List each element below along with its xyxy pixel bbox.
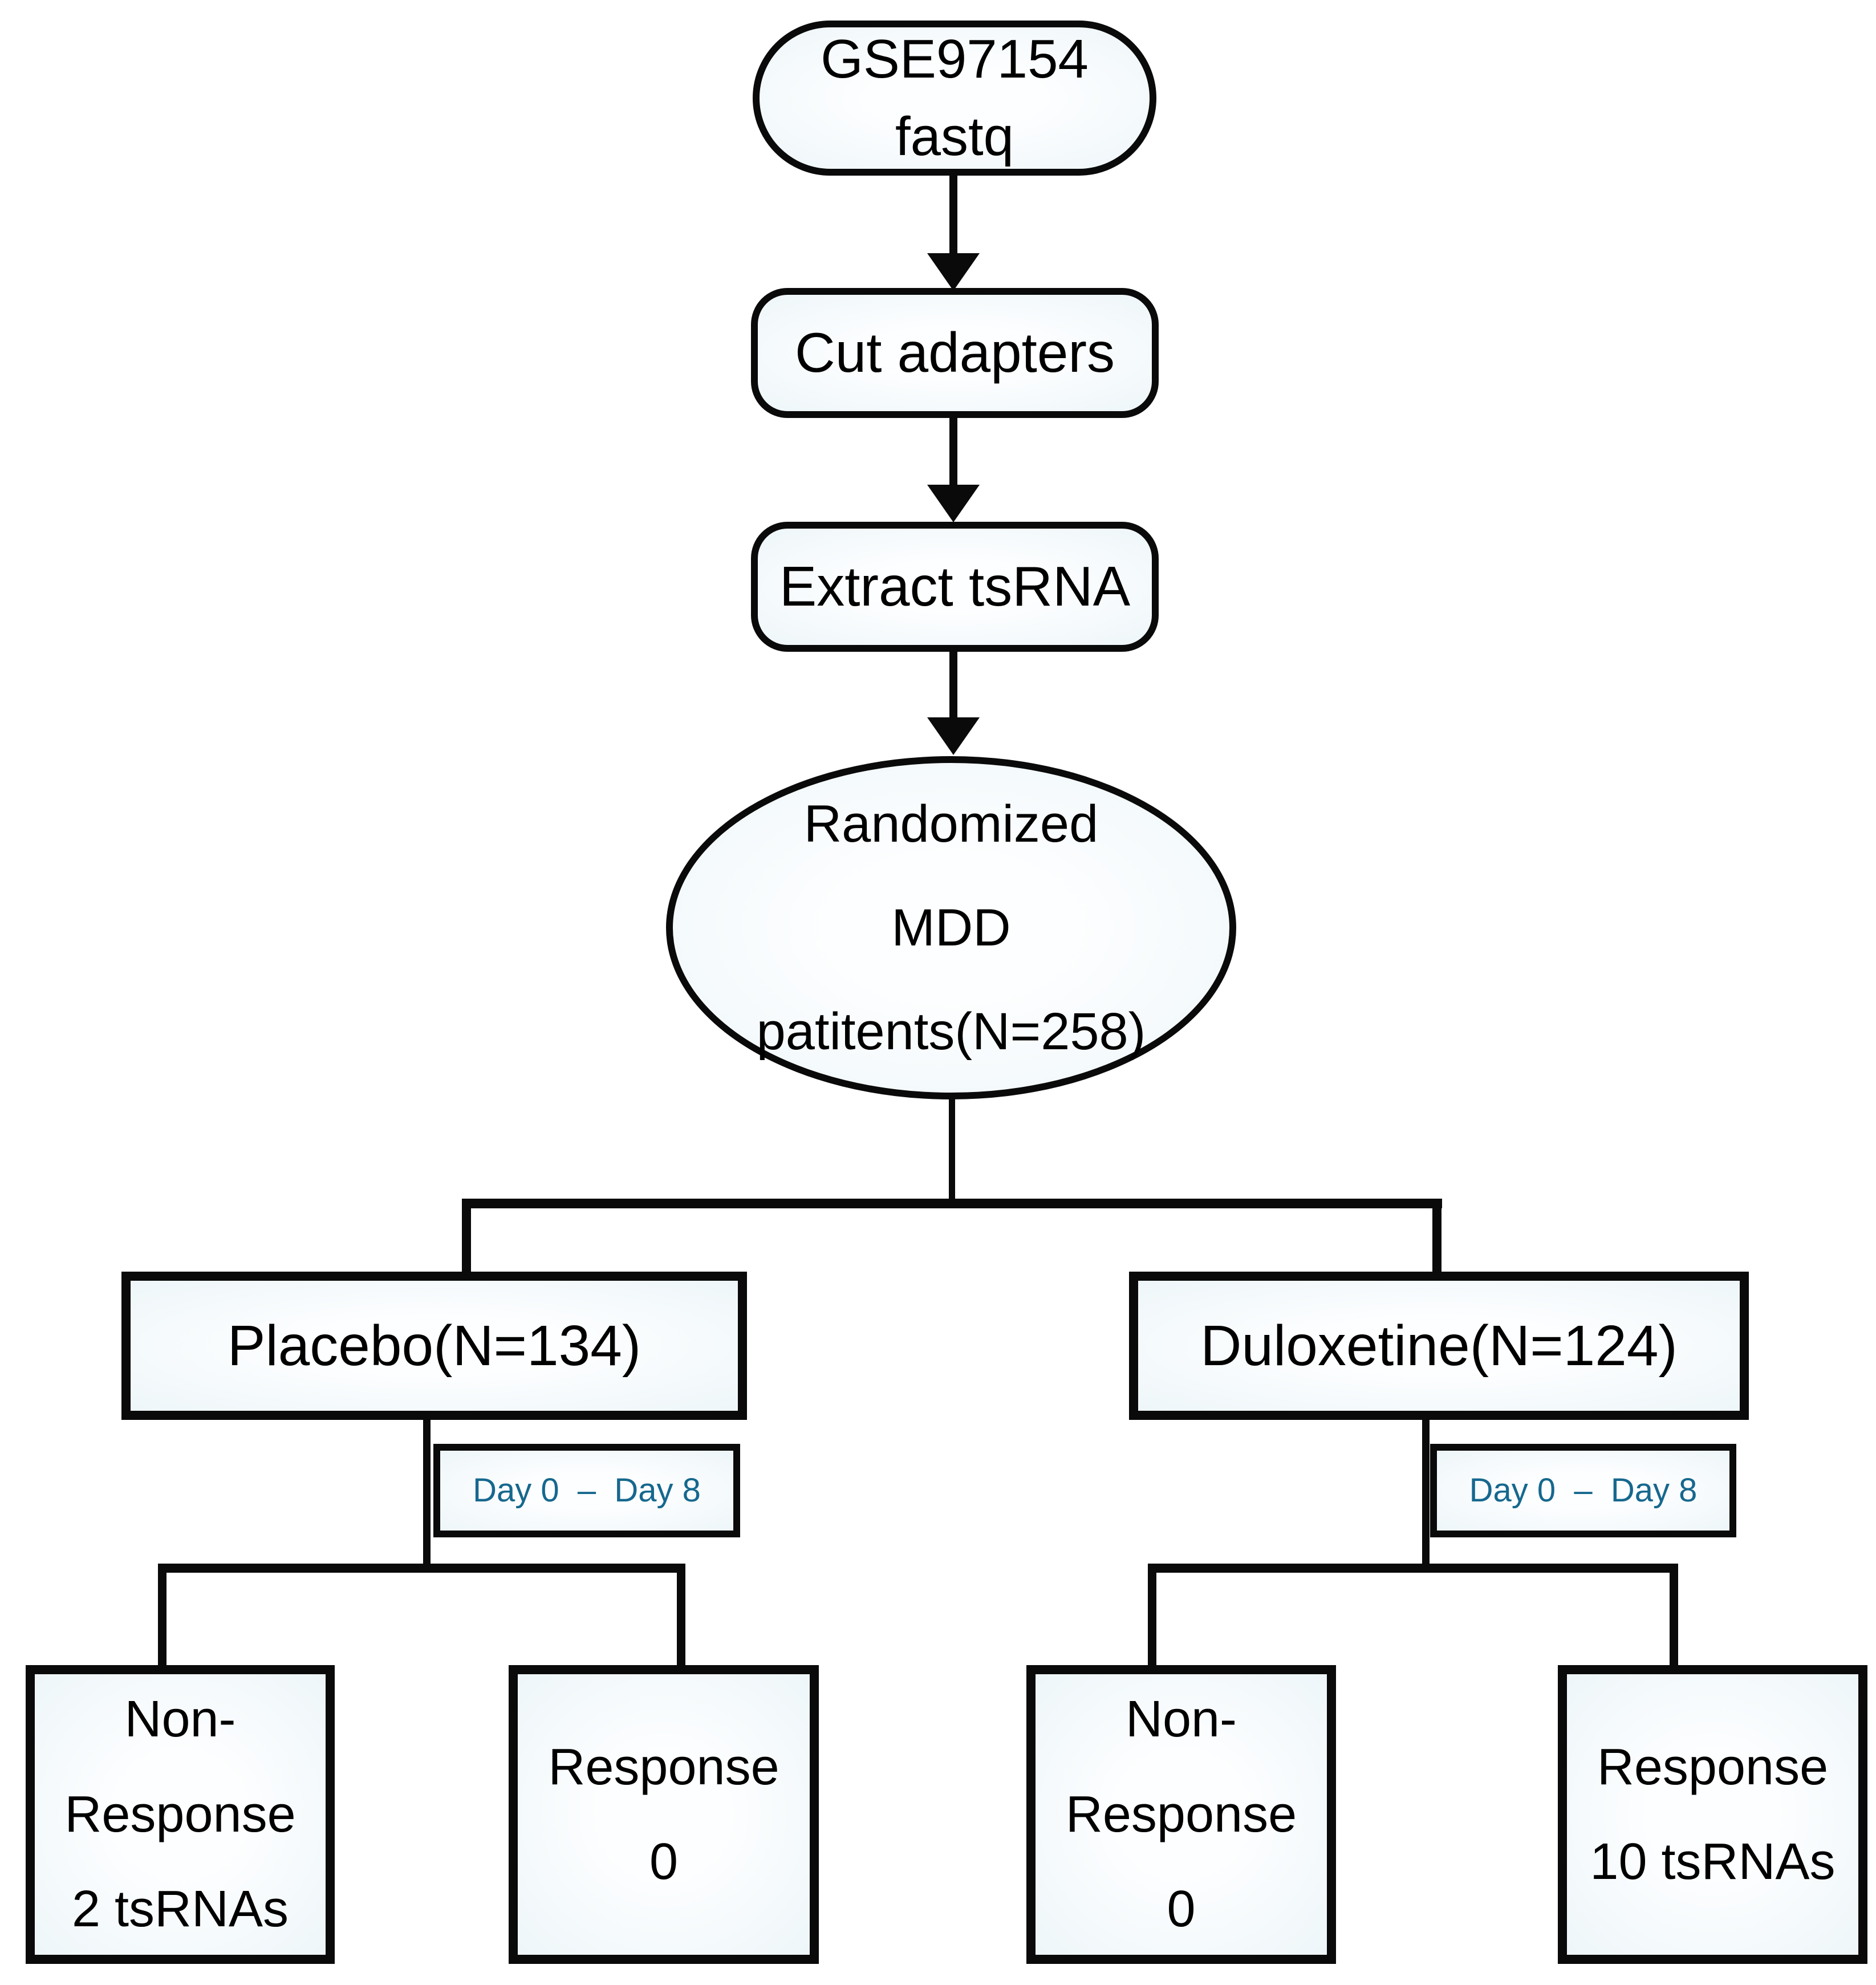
randomized-line-1: Randomized [803, 794, 1099, 853]
node-placebo-response: Response 0 [509, 1665, 819, 1964]
duloxetine-label: Duloxetine(N=124) [1200, 1314, 1678, 1378]
node-placebo: Placebo(N=134) [121, 1272, 747, 1420]
randomized-line-2: MDD [891, 898, 1011, 957]
split-drop-left [462, 1199, 471, 1275]
extract-tsrna-label: Extract tsRNA [779, 555, 1131, 618]
split-bar-top [465, 1199, 1442, 1208]
split-bar-placebo [158, 1564, 685, 1573]
split-bar-duloxetine [1148, 1564, 1678, 1573]
duloxetine-response-line-1: Response [1597, 1738, 1829, 1796]
node-source: GSE97154 fastq [753, 21, 1156, 176]
connector-extract-to-randomized [949, 648, 957, 722]
node-duloxetine: Duloxetine(N=124) [1129, 1272, 1749, 1420]
cut-adapters-label: Cut adapters [794, 321, 1115, 384]
duloxetine-non-response-line-3: 0 [1167, 1881, 1196, 1938]
arrow-down-icon [927, 717, 980, 755]
split-drop-duloxetine-right [1670, 1564, 1678, 1667]
node-duloxetine-response: Response 10 tsRNAs [1558, 1665, 1867, 1964]
connector-placebo-down [423, 1418, 431, 1567]
connector-duloxetine-down [1422, 1418, 1430, 1567]
period-box-duloxetine: Day 0 – Day 8 [1430, 1444, 1736, 1537]
split-drop-right [1432, 1199, 1441, 1275]
split-drop-placebo-right [677, 1564, 685, 1667]
connector-randomized-to-split [949, 1097, 955, 1203]
duloxetine-response-line-2: 10 tsRNAs [1590, 1833, 1836, 1890]
period-label-duloxetine: Day 0 – Day 8 [1469, 1472, 1698, 1509]
connector-source-to-cut [949, 173, 957, 258]
source-line-2: fastq [895, 106, 1014, 167]
split-drop-duloxetine-left [1148, 1564, 1156, 1667]
arrow-down-icon [927, 253, 980, 291]
node-cut-adapters: Cut adapters [751, 288, 1159, 418]
split-drop-placebo-left [158, 1564, 167, 1667]
placebo-label: Placebo(N=134) [227, 1314, 641, 1378]
source-line-1: GSE97154 [821, 28, 1089, 90]
node-placebo-non-response: Non- Response 2 tsRNAs [26, 1665, 335, 1964]
placebo-response-line-2: 0 [649, 1833, 679, 1890]
placebo-response-line-1: Response [548, 1738, 779, 1796]
period-label-placebo: Day 0 – Day 8 [473, 1472, 701, 1509]
node-extract-tsrna: Extract tsRNA [751, 522, 1159, 652]
placebo-non-response-line-3: 2 tsRNAs [71, 1881, 289, 1938]
connector-cut-to-extract [949, 415, 957, 490]
node-randomized: Randomized MDD patitents(N=258) [666, 756, 1236, 1099]
duloxetine-non-response-line-2: Response [1065, 1785, 1297, 1843]
arrow-down-icon [927, 485, 980, 522]
node-duloxetine-non-response: Non- Response 0 [1026, 1665, 1336, 1964]
period-box-placebo: Day 0 – Day 8 [433, 1444, 740, 1537]
duloxetine-non-response-line-1: Non- [1125, 1691, 1237, 1748]
placebo-non-response-line-1: Non- [124, 1691, 236, 1748]
randomized-line-3: patitents(N=258) [756, 1002, 1146, 1061]
placebo-non-response-line-2: Response [64, 1785, 296, 1843]
